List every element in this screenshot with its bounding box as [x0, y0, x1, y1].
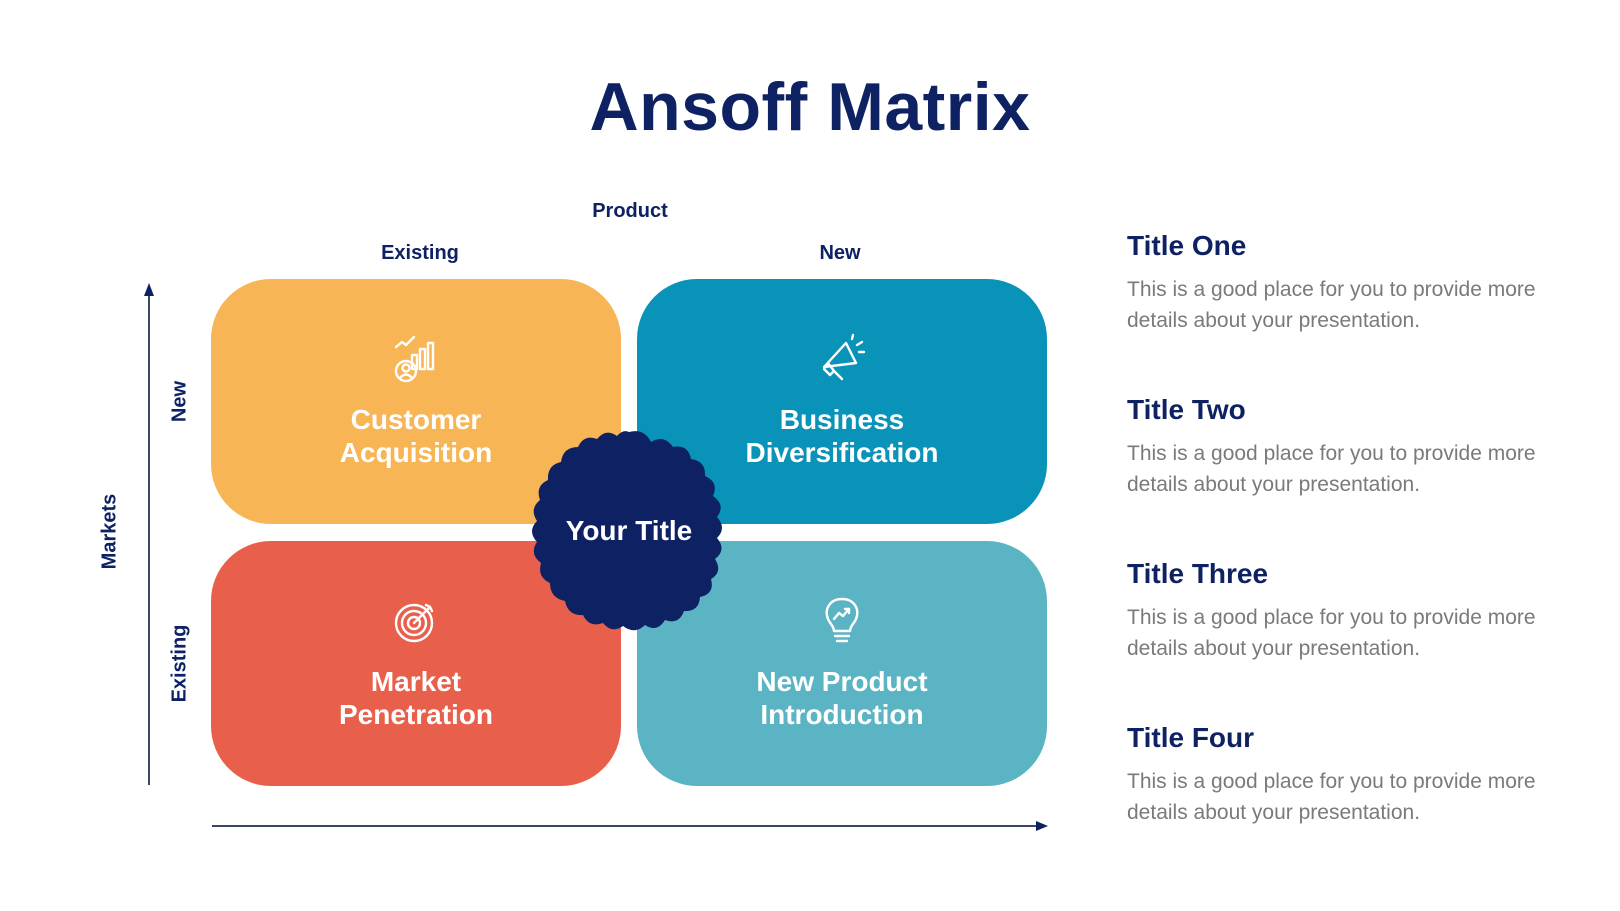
- sidebar-item-desc: This is a good place for you to provide …: [1127, 770, 1536, 824]
- quadrant-label: Market Penetration: [338, 666, 494, 730]
- megaphone-icon: [822, 333, 866, 381]
- sidebar-item-four: Title Four This is a good place for you …: [1127, 722, 1547, 828]
- sidebar-item-title: Title One: [1127, 230, 1247, 261]
- sidebar-item-desc: This is a good place for you to provide …: [1127, 606, 1536, 660]
- center-title: Your Title: [565, 515, 693, 546]
- quadrant-label: Business Diversification: [745, 404, 939, 468]
- sidebar-item-two: Title Two This is a good place for you t…: [1127, 394, 1547, 500]
- sidebar-item-title: Title Three: [1127, 558, 1269, 589]
- sidebar-item-desc: This is a good place for you to provide …: [1127, 278, 1536, 332]
- quadrant-label: New Product Introduction: [756, 666, 928, 730]
- product-existing-label: Existing: [381, 242, 459, 264]
- lightbulb-growth-icon: [825, 597, 859, 643]
- quadrant-label: Customer Acquisition: [339, 404, 493, 468]
- sidebar-item-one: Title One This is a good place for you t…: [1127, 230, 1547, 336]
- sidebar-item-three: Title Three This is a good place for you…: [1127, 558, 1547, 664]
- page-title: Ansoff Matrix: [589, 69, 1031, 145]
- sidebar-item-desc: This is a good place for you to provide …: [1127, 442, 1536, 496]
- customer-growth-icon: [394, 335, 435, 383]
- sidebar-item-title: Title Two: [1127, 394, 1246, 425]
- product-new-label: New: [819, 242, 861, 264]
- product-axis-label: Product: [592, 200, 668, 222]
- center-badge-shape: [532, 431, 722, 631]
- target-icon: [394, 603, 434, 643]
- sidebar-item-title: Title Four: [1127, 722, 1255, 753]
